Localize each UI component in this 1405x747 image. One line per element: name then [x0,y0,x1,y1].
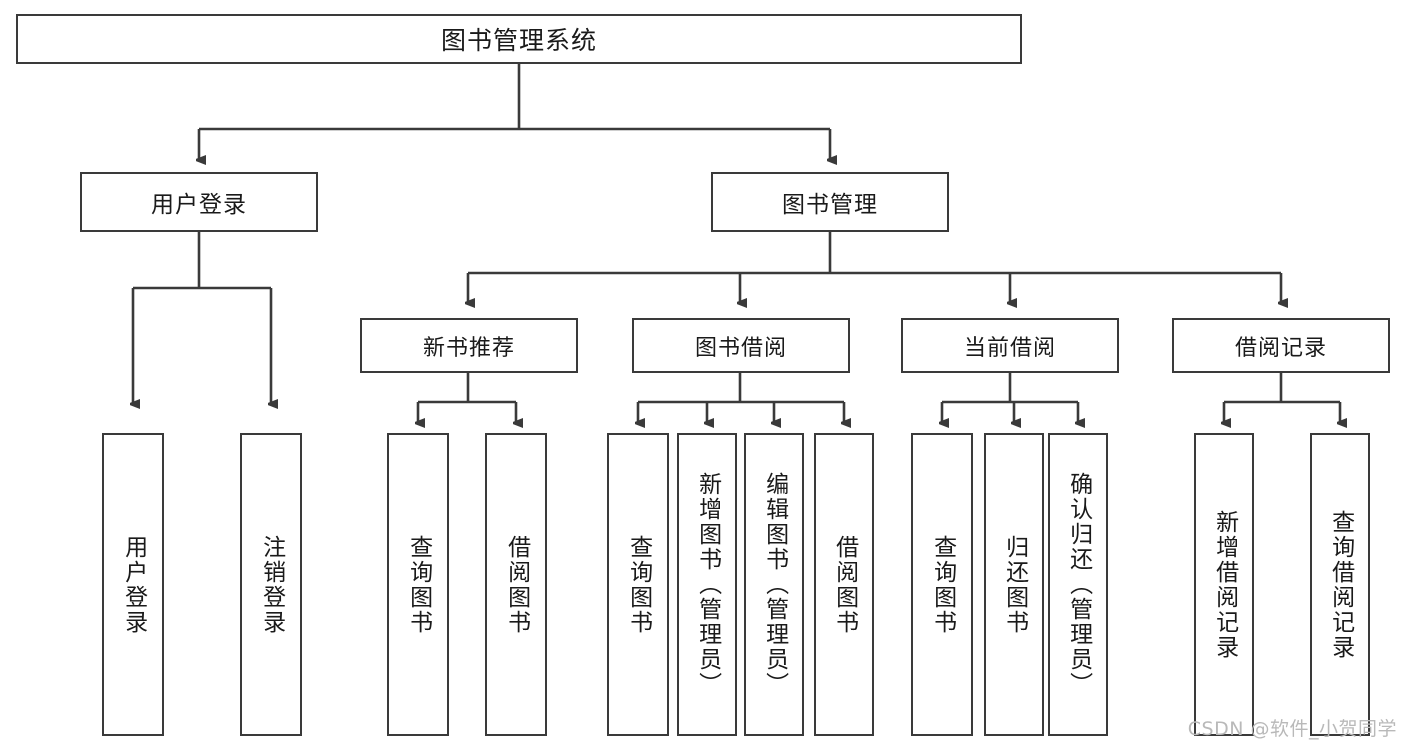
leaf-query-book-current-label: 查询图书 [929,534,956,635]
node-book-borrow-label: 图书借阅 [694,335,787,361]
watermark: CSDN @软件_小贺同学 [1187,718,1397,740]
leaf-add-book-admin-label: 新增图书（管理员） [694,472,721,697]
leaf-user-login-label: 用户登录 [120,534,147,635]
leaf-return-book[interactable]: 归还图书 [984,433,1044,736]
node-current-borrow[interactable]: 当前借阅 [901,318,1119,373]
node-borrow-record[interactable]: 借阅记录 [1172,318,1390,373]
leaf-borrow-book-label: 借阅图书 [831,534,858,635]
leaf-query-book-recommend-label: 查询图书 [405,534,432,635]
leaf-user-login[interactable]: 用户登录 [102,433,164,736]
node-user-login-label: 用户登录 [151,192,247,218]
leaf-borrow-book[interactable]: 借阅图书 [814,433,874,736]
leaf-edit-book-admin[interactable]: 编辑图书（管理员） [744,433,804,736]
node-new-book-recommend-label: 新书推荐 [422,335,515,361]
leaf-query-borrow-record[interactable]: 查询借阅记录 [1310,433,1370,736]
leaf-confirm-return-admin[interactable]: 确认归还（管理员） [1048,433,1108,736]
leaf-confirm-return-admin-label: 确认归还（管理员） [1065,472,1092,697]
leaf-query-book-current[interactable]: 查询图书 [911,433,973,736]
node-root[interactable]: 图书管理系统 [16,14,1022,64]
node-new-book-recommend[interactable]: 新书推荐 [360,318,578,373]
node-book-management-label: 图书管理 [782,192,878,218]
leaf-add-borrow-record-label: 新增借阅记录 [1211,509,1238,660]
leaf-borrow-book-recommend-label: 借阅图书 [503,534,530,635]
leaf-add-book-admin[interactable]: 新增图书（管理员） [677,433,737,736]
node-user-login[interactable]: 用户登录 [80,172,318,232]
leaf-edit-book-admin-label: 编辑图书（管理员） [761,472,788,697]
leaf-logout-label: 注销登录 [258,534,285,635]
node-book-borrow[interactable]: 图书借阅 [632,318,850,373]
leaf-query-book-borrow-label: 查询图书 [625,534,652,635]
leaf-add-borrow-record[interactable]: 新增借阅记录 [1194,433,1254,736]
leaf-borrow-book-recommend[interactable]: 借阅图书 [485,433,547,736]
leaf-query-book-recommend[interactable]: 查询图书 [387,433,449,736]
node-current-borrow-label: 当前借阅 [963,335,1056,361]
leaf-logout[interactable]: 注销登录 [240,433,302,736]
leaf-query-borrow-record-label: 查询借阅记录 [1327,509,1354,660]
leaf-query-book-borrow[interactable]: 查询图书 [607,433,669,736]
node-book-management[interactable]: 图书管理 [711,172,949,232]
node-root-label: 图书管理系统 [440,26,597,55]
leaf-return-book-label: 归还图书 [1001,534,1028,635]
node-borrow-record-label: 借阅记录 [1234,335,1327,361]
